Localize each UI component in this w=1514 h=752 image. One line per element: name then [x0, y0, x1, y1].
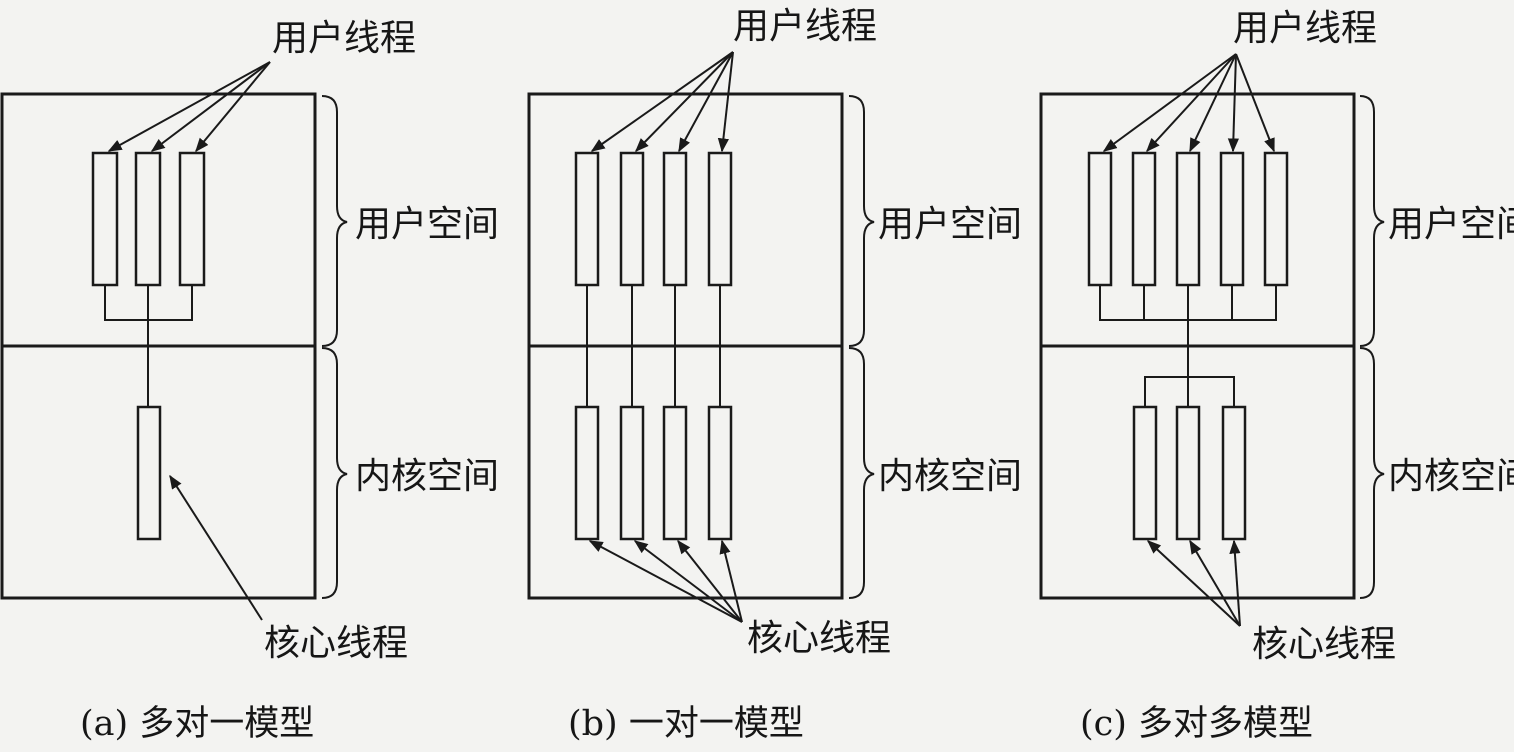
panel-c-user-arrow [1189, 53, 1237, 153]
panel-c-user-thread [1175, 151, 1201, 287]
panel-c-kernel-arrow [1146, 540, 1241, 627]
panel-b-kernel-thread [619, 405, 645, 541]
panel-b-kernel-arrow [677, 539, 743, 623]
panel-b-user-arrow [635, 51, 734, 152]
panel-c-kernel-thread [1132, 405, 1158, 541]
panel-c-user-thread-label: 用户线程 [1233, 8, 1377, 49]
panel-a-kernel-arrow [169, 474, 263, 621]
panel-b-kernel-space-label: 内核空间 [878, 456, 1022, 497]
panel-b-caption: (b) 一对一模型 [568, 704, 804, 744]
panel-c-user-thread [1263, 151, 1289, 287]
panel-c-user-thread-connector [1099, 285, 1277, 321]
panel-a-user-arrow [150, 61, 271, 152]
panel-c-kernel-thread [1221, 405, 1247, 541]
panel-b-kernel-space-brace [848, 347, 875, 599]
panel-a-kernel-thread-label: 核心线程 [264, 623, 408, 664]
panel-b-user-arrow [678, 51, 734, 153]
panel-b-kernel-arrow [633, 540, 743, 623]
panel-a-user-thread [178, 151, 206, 287]
panel-c-kernel-thread-label: 核心线程 [1252, 624, 1396, 665]
panel-c-kernel-space-brace [1359, 347, 1385, 599]
panel-c-kernel-thread [1175, 405, 1201, 541]
panel-b-user-thread [707, 151, 733, 287]
panel-b-user-thread [619, 151, 645, 287]
panel-a-user-thread [91, 151, 119, 287]
panel-c-user-arrow [1235, 53, 1275, 153]
panel-c-user-arrow [1227, 53, 1239, 153]
panel-many-to-one: 用户线程 用户空间 内核空间 核心线程 (a) 多对一模型 [0, 18, 499, 744]
panel-c-user-arrow [1146, 53, 1237, 153]
panel-a-user-arrow [107, 61, 271, 152]
panel-c-caption: (c) 多对多模型 [1080, 704, 1313, 744]
panel-b-user-arrow [717, 51, 734, 153]
panel-b-user-thread-label: 用户线程 [733, 6, 877, 47]
panel-c-kernel-arrow [1189, 539, 1241, 627]
panel-a-user-space-label: 用户空间 [355, 204, 499, 245]
panel-c-kernel-space-label: 内核空间 [1388, 456, 1514, 497]
panel-c-user-thread [1219, 151, 1245, 287]
panel-b-kernel-thread-label: 核心线程 [747, 618, 891, 659]
panel-b-user-thread [662, 151, 688, 287]
panel-b-kernel-thread [662, 405, 688, 541]
panel-b-user-space-brace [848, 95, 875, 347]
panel-b-user-thread [574, 151, 600, 287]
panel-a-user-thread-connector [104, 285, 193, 321]
panel-many-to-many: 用户线程 用户空间 内核空间 核心线程 (c) 多对多模型 [1039, 8, 1514, 744]
panel-a-user-thread [134, 151, 162, 287]
panel-a-caption: (a) 多对一模型 [80, 704, 314, 744]
panel-b-kernel-thread [707, 405, 733, 541]
panel-b-user-arrow [590, 51, 734, 152]
panel-c-user-space-label: 用户空间 [1388, 204, 1514, 245]
panel-c-user-space-brace [1359, 95, 1385, 347]
panel-one-to-one: 用户线程 用户空间 内核空间 核心线程 (b) 一对一模型 [527, 6, 1022, 744]
panel-a-user-thread-label: 用户线程 [272, 18, 416, 59]
panel-b-kernel-thread [574, 405, 600, 541]
panel-b-user-space-label: 用户空间 [878, 204, 1022, 245]
panel-c-kernel-arrow [1229, 539, 1241, 627]
panel-c-user-arrow [1102, 53, 1237, 152]
panel-a-kernel-space-label: 内核空间 [355, 456, 499, 497]
panel-b-kernel-arrow [588, 540, 743, 623]
panel-a-kernel-space-brace [321, 347, 348, 599]
panel-b-kernel-arrow [719, 539, 743, 623]
panel-a-user-space-brace [321, 95, 348, 347]
panel-c-user-thread [1131, 151, 1157, 287]
panel-c-kernel-thread-connector [1144, 376, 1235, 407]
panel-c-user-thread [1087, 151, 1113, 287]
panel-a-user-arrow [195, 61, 271, 153]
panel-a-kernel-thread [136, 405, 162, 541]
